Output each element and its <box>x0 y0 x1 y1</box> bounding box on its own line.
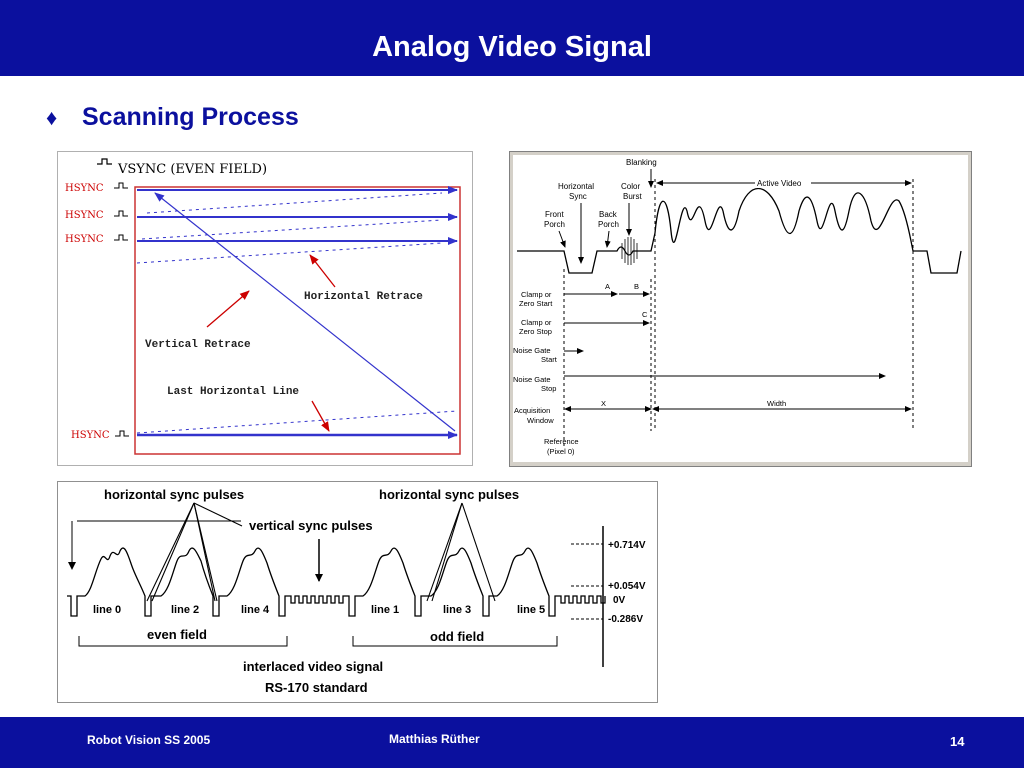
scanning-diagram: VSYNC (EVEN FIELD) HSYNC HSYNC HSYNC HSY… <box>57 151 473 466</box>
line-label: line 0 <box>93 604 121 616</box>
interlace-figure: horizontal sync pulses horizontal sync p… <box>57 481 658 703</box>
page-number: 14 <box>950 734 965 749</box>
retrace-line <box>141 219 443 240</box>
hsync-pulse-icon <box>114 182 128 189</box>
interlace-diagram: horizontal sync pulses horizontal sync p… <box>57 481 658 703</box>
voltage-label: 0V <box>613 595 626 606</box>
hsync-label: HSYNC <box>65 234 104 245</box>
horizontal-sync-pulses-label: horizontal sync pulses <box>104 487 244 502</box>
vsync-pulse-icon <box>97 158 112 165</box>
retrace-line <box>136 242 443 264</box>
acquisition-window-label: Acquisition <box>514 406 550 415</box>
odd-field-label: odd field <box>430 629 484 644</box>
reference-label: Reference <box>544 437 579 446</box>
voltage-label: +0.714V <box>608 540 646 551</box>
interlaced-waveform <box>67 547 606 617</box>
front-porch-label: Porch <box>544 220 565 229</box>
clamp-zero-start-label: Clamp or <box>521 290 552 299</box>
marker-c: C <box>642 310 648 319</box>
retrace-line <box>136 410 458 434</box>
vertical-sync-pulses-label: vertical sync pulses <box>249 518 373 533</box>
footer-author: Matthias Rüther <box>389 732 480 746</box>
vertical-retrace-label: Vertical Retrace <box>145 339 251 351</box>
footer-bar <box>0 717 1024 768</box>
noise-gate-start-label: Noise Gate <box>513 346 551 355</box>
caption-line2: RS-170 standard <box>265 680 368 695</box>
slide-title: Analog Video Signal <box>372 31 652 63</box>
even-field-label: even field <box>147 627 207 642</box>
even-field-bracket <box>78 636 288 647</box>
vertical-retrace-line <box>154 192 456 432</box>
front-porch-label: Front <box>545 210 564 219</box>
line-label: line 2 <box>171 604 199 616</box>
noise-gate-stop-label: Noise Gate <box>513 375 551 384</box>
section-heading: Scanning Process <box>82 103 299 131</box>
pointer-arrow <box>309 254 336 288</box>
back-porch-label: Porch <box>598 220 619 229</box>
clamp-zero-stop-label: Clamp or <box>521 318 552 327</box>
scanning-figure: VSYNC (EVEN FIELD) HSYNC HSYNC HSYNC HSY… <box>57 151 473 466</box>
video-waveform <box>517 187 962 274</box>
line-label: line 4 <box>241 604 270 616</box>
hsync-label: HSYNC <box>71 430 110 441</box>
marker-x: X <box>601 399 606 408</box>
clamp-zero-stop-label: Zero Stop <box>519 327 552 336</box>
hsync-pulse-icon <box>114 234 128 241</box>
hsync-pulse-icon <box>115 430 129 437</box>
line-label: line 5 <box>517 604 545 616</box>
pointer-lines <box>146 502 496 602</box>
horizontal-sync-label: Horizontal <box>558 182 594 191</box>
pointer-arrow <box>604 230 611 248</box>
last-horizontal-line-label: Last Horizontal Line <box>167 386 299 398</box>
line-label: line 3 <box>443 604 471 616</box>
pointer-arrow <box>558 230 566 248</box>
line-label: line 1 <box>371 604 399 616</box>
retrace-line <box>146 192 443 214</box>
odd-field-bracket <box>352 636 558 647</box>
marker-b: B <box>634 282 639 291</box>
noise-gate-stop-label: Stop <box>541 384 556 393</box>
vsync-label: VSYNC (EVEN FIELD) <box>117 162 267 177</box>
acquisition-window-label: Window <box>527 416 554 425</box>
caption-line1: interlaced video signal <box>243 659 383 674</box>
blanking-label: Blanking <box>626 158 657 167</box>
noise-gate-start-label: Start <box>541 355 558 364</box>
hsync-pulse-icon <box>114 210 128 217</box>
color-burst-label: Color <box>621 182 640 191</box>
marker-a: A <box>605 282 610 291</box>
width-label: Width <box>767 399 786 408</box>
footer-course: Robot Vision SS 2005 <box>87 733 211 747</box>
horizontal-retrace-label: Horizontal Retrace <box>304 291 423 303</box>
voltage-label: -0.286V <box>608 614 643 625</box>
hsync-label: HSYNC <box>65 183 104 194</box>
horizontal-sync-label: Sync <box>569 192 587 201</box>
color-burst-label: Burst <box>623 192 642 201</box>
hsync-label: HSYNC <box>65 210 104 221</box>
clamp-zero-start-label: Zero Start <box>519 299 553 308</box>
label-bg <box>755 178 811 188</box>
timing-figure: Blanking Horizontal Sync Color Burst Fro… <box>509 151 972 467</box>
timing-diagram: Blanking Horizontal Sync Color Burst Fro… <box>509 151 972 467</box>
pointer-arrow <box>311 400 330 432</box>
voltage-label: +0.054V <box>608 581 646 592</box>
reference-label: (Pixel 0) <box>547 447 575 456</box>
horizontal-sync-pulses-label: horizontal sync pulses <box>379 487 519 502</box>
back-porch-label: Back <box>599 210 618 219</box>
title-bar <box>0 0 1024 76</box>
color-burst-icon <box>621 237 638 265</box>
pointer-arrow <box>206 290 250 328</box>
active-video-label: Active Video <box>757 179 802 188</box>
bullet-diamond-icon: ♦ <box>46 105 58 130</box>
